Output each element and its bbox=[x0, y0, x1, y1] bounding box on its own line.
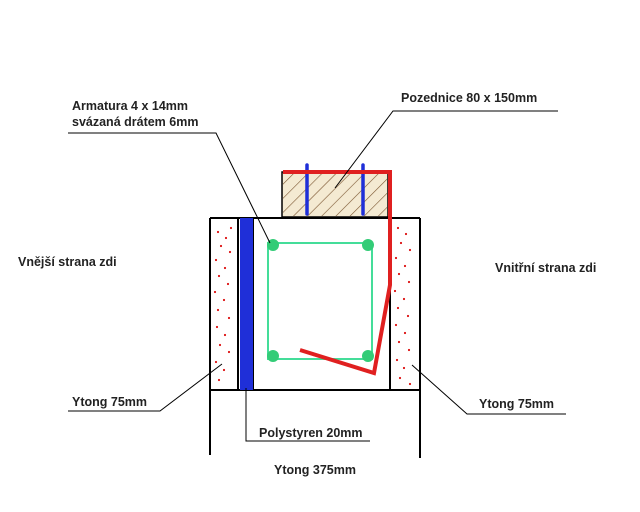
label-ytong-total: Ytong 375mm bbox=[274, 463, 356, 477]
rebar-bars bbox=[267, 239, 374, 362]
leader-lines bbox=[68, 110, 566, 442]
rebar-bottom-left bbox=[267, 350, 279, 362]
leader-rebar bbox=[68, 132, 271, 244]
leader-ytong-right bbox=[411, 364, 566, 415]
label-ytong-left: Ytong 75mm bbox=[72, 395, 148, 409]
label-rebar-line2: svázaná drátem 6mm bbox=[72, 115, 199, 129]
polystyrene-layer bbox=[240, 218, 253, 390]
label-rebar-line1: Armatura 4 x 14mm bbox=[72, 99, 189, 113]
leader-polystyrene bbox=[245, 388, 370, 442]
label-ytong-right: Ytong 75mm bbox=[479, 397, 555, 411]
label-polystyrene: Polystyren 20mm bbox=[259, 426, 363, 440]
ytong-right-dots bbox=[393, 226, 412, 386]
leader-plate bbox=[334, 110, 558, 189]
rebar-bottom-right bbox=[362, 350, 374, 362]
label-inner-side: Vnitřní strana zdi bbox=[495, 261, 597, 275]
rebar-top-right bbox=[362, 239, 374, 251]
label-plate: Pozednice 80 x 150mm bbox=[401, 91, 538, 105]
wall-plate-hatch bbox=[283, 173, 387, 216]
label-outer-side: Vnější strana zdi bbox=[18, 255, 117, 269]
leader-ytong-left bbox=[68, 363, 223, 412]
tie-wire bbox=[283, 170, 392, 376]
ytong-left-dots bbox=[213, 226, 233, 382]
stirrup bbox=[267, 242, 373, 360]
